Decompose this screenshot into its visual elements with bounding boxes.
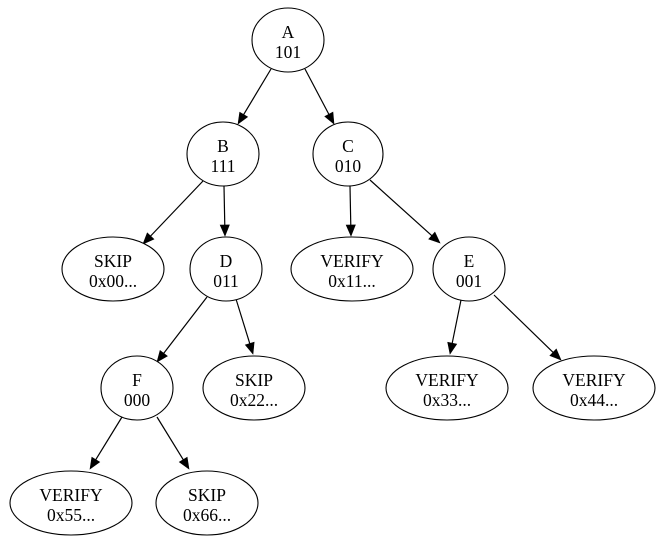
node-shape-ellipse[interactable]: [202, 355, 306, 421]
node-label-secondary: 0x11...: [328, 271, 375, 291]
node-shape-circle[interactable]: [100, 355, 174, 421]
node-label-primary: VERIFY: [320, 251, 384, 271]
node-label-primary: B: [217, 136, 229, 156]
edge-line: [235, 298, 251, 346]
edge-a-to-b: [237, 68, 272, 125]
edge-e-to-verify3: [447, 299, 462, 355]
edge-line: [451, 299, 462, 345]
edge-a-to-c: [304, 68, 335, 125]
node-label-primary: SKIP: [188, 485, 226, 505]
edge-line: [242, 68, 272, 117]
edge-e-to-verify4: [493, 294, 562, 361]
edge-line: [223, 185, 226, 227]
edge-line: [369, 179, 434, 238]
node-shape-ellipse[interactable]: [290, 236, 414, 302]
node-shape-circle[interactable]: [189, 236, 263, 302]
node-shape-ellipse[interactable]: [9, 470, 133, 536]
node-label-secondary: 000: [124, 390, 151, 410]
node-label-secondary: 0x00...: [89, 271, 137, 291]
node-layer: A101B111C010SKIP0x00...D011VERIFY0x11...…: [9, 7, 656, 536]
node-shape-ellipse[interactable]: [532, 355, 656, 421]
node-shape-ellipse[interactable]: [61, 236, 165, 302]
edge-c-to-verify1: [345, 185, 356, 237]
arrowhead-icon: [89, 456, 101, 470]
edge-layer: [89, 68, 562, 470]
node-label-secondary: 0x66...: [183, 505, 231, 525]
node-skip6[interactable]: SKIP0x66...: [155, 470, 259, 536]
node-label-secondary: 0x55...: [47, 505, 95, 525]
node-label-primary: D: [220, 251, 233, 271]
node-label-primary: VERIFY: [562, 370, 626, 390]
edge-f-to-skip6: [156, 416, 190, 470]
edge-d-to-f: [156, 296, 208, 363]
node-verify3[interactable]: VERIFY0x33...: [385, 355, 509, 421]
arrowhead-icon: [156, 349, 168, 363]
arrowhead-icon: [237, 111, 249, 125]
edge-line: [149, 180, 204, 238]
node-shape-circle[interactable]: [186, 121, 260, 187]
node-skip2[interactable]: SKIP0x22...: [202, 355, 306, 421]
node-label-secondary: 0x44...: [570, 390, 618, 410]
arrowhead-icon: [219, 224, 230, 237]
node-label-primary: VERIFY: [39, 485, 103, 505]
node-verify5[interactable]: VERIFY0x55...: [9, 470, 133, 536]
arrowhead-icon: [244, 341, 255, 355]
edge-line: [156, 416, 185, 462]
node-label-primary: C: [342, 136, 354, 156]
edge-b-to-d: [219, 185, 230, 237]
node-label-secondary: 0x22...: [230, 390, 278, 410]
node-label-primary: E: [464, 251, 475, 271]
node-verify1[interactable]: VERIFY0x11...: [290, 236, 414, 302]
node-label-primary: SKIP: [235, 370, 273, 390]
edge-line: [304, 68, 331, 116]
arrowhead-icon: [447, 341, 458, 355]
arrowhead-icon: [178, 456, 190, 470]
arrowhead-icon: [428, 231, 441, 244]
node-shape-circle[interactable]: [432, 236, 506, 302]
node-label-secondary: 001: [456, 271, 482, 291]
node-label-primary: A: [282, 22, 295, 42]
edge-b-to-skip0: [142, 180, 204, 245]
edge-c-to-e: [369, 179, 441, 244]
edge-line: [493, 294, 555, 354]
node-label-secondary: 111: [211, 156, 236, 176]
node-label-primary: SKIP: [94, 251, 132, 271]
arrowhead-icon: [142, 232, 155, 245]
node-skip0[interactable]: SKIP0x00...: [61, 236, 165, 302]
node-shape-ellipse[interactable]: [385, 355, 509, 421]
arrowhead-icon: [549, 348, 562, 361]
edge-line: [349, 185, 352, 227]
node-label-secondary: 101: [275, 42, 301, 62]
node-shape-circle[interactable]: [251, 7, 325, 73]
node-label-secondary: 010: [335, 156, 362, 176]
node-shape-ellipse[interactable]: [155, 470, 259, 536]
edge-d-to-skip2: [235, 298, 255, 355]
node-verify4[interactable]: VERIFY0x44...: [532, 355, 656, 421]
node-label-secondary: 011: [213, 271, 239, 291]
node-label-secondary: 0x33...: [423, 390, 471, 410]
edge-f-to-verify5: [89, 416, 123, 470]
node-label-primary: F: [132, 370, 142, 390]
arrowhead-icon: [345, 224, 356, 237]
arrowhead-icon: [324, 111, 335, 125]
node-label-primary: VERIFY: [415, 370, 479, 390]
node-shape-circle[interactable]: [312, 121, 384, 187]
edge-line: [162, 296, 208, 355]
edge-line: [94, 416, 123, 462]
